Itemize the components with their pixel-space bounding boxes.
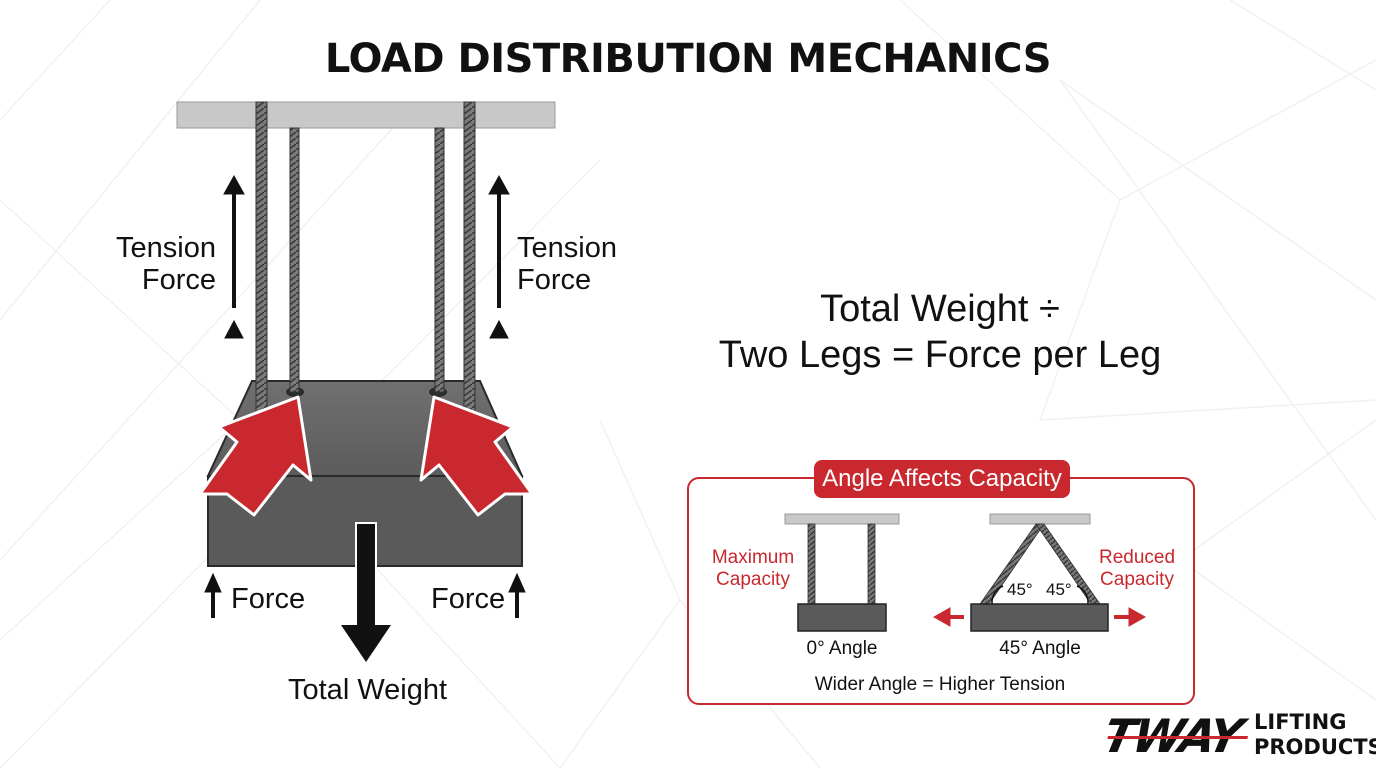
angle-label-right: 45° xyxy=(1046,580,1072,599)
force-label-left: Force xyxy=(231,583,306,615)
mini-load-right xyxy=(970,603,1109,632)
angle-panel-footer: Wider Angle = Higher Tension xyxy=(814,674,1066,695)
logo-tagline: LIFTING PRODUCTS xyxy=(1254,710,1376,759)
total-weight-label: Total Weight xyxy=(288,674,448,706)
mini-beam-left xyxy=(784,513,900,525)
force-formula: Total Weight ÷ Two Legs = Force per Leg xyxy=(700,286,1180,378)
spread-arrow-left xyxy=(932,607,964,627)
up-force-arrow-right xyxy=(508,572,526,618)
forty-five-angle-label: 45° Angle xyxy=(999,638,1081,659)
angle-capacity-panel xyxy=(687,477,1195,705)
tension-arrow-right xyxy=(488,174,510,339)
reduced-capacity-label: Reduced Capacity xyxy=(1098,547,1176,590)
rope-right-inner xyxy=(434,127,445,393)
mini-beam-right xyxy=(989,513,1091,525)
angle-panel-title: Angle Affects Capacity xyxy=(814,460,1070,498)
angle-label-left: 45° xyxy=(1007,580,1033,599)
logo-brand: TWAY xyxy=(1098,709,1255,763)
red-force-arrow-right xyxy=(419,395,534,517)
rope-left-inner xyxy=(289,127,300,393)
mini-load-left xyxy=(797,603,887,632)
force-label-right: Force xyxy=(431,583,506,615)
total-weight-arrow xyxy=(341,522,391,662)
maximum-capacity-label: Maximum Capacity xyxy=(711,547,795,590)
tension-arrow-left xyxy=(223,174,245,339)
formula-line-2: Two Legs = Force per Leg xyxy=(718,334,1162,376)
tway-logo: TWAY LIFTING PRODUCTS xyxy=(1098,708,1376,764)
up-force-arrow-left xyxy=(204,572,222,618)
spread-arrow-right xyxy=(1114,607,1147,627)
zero-angle-label: 0° Angle xyxy=(806,638,878,659)
tension-force-label-left: Tension Force xyxy=(116,232,216,296)
red-force-arrow-left xyxy=(198,395,313,517)
formula-line-1: Total Weight ÷ xyxy=(820,288,1060,330)
tension-force-label-right: Tension Force xyxy=(517,232,617,296)
overhead-beam xyxy=(176,101,556,129)
page-title: LOAD DISTRIBUTION MECHANICS xyxy=(324,36,1052,82)
